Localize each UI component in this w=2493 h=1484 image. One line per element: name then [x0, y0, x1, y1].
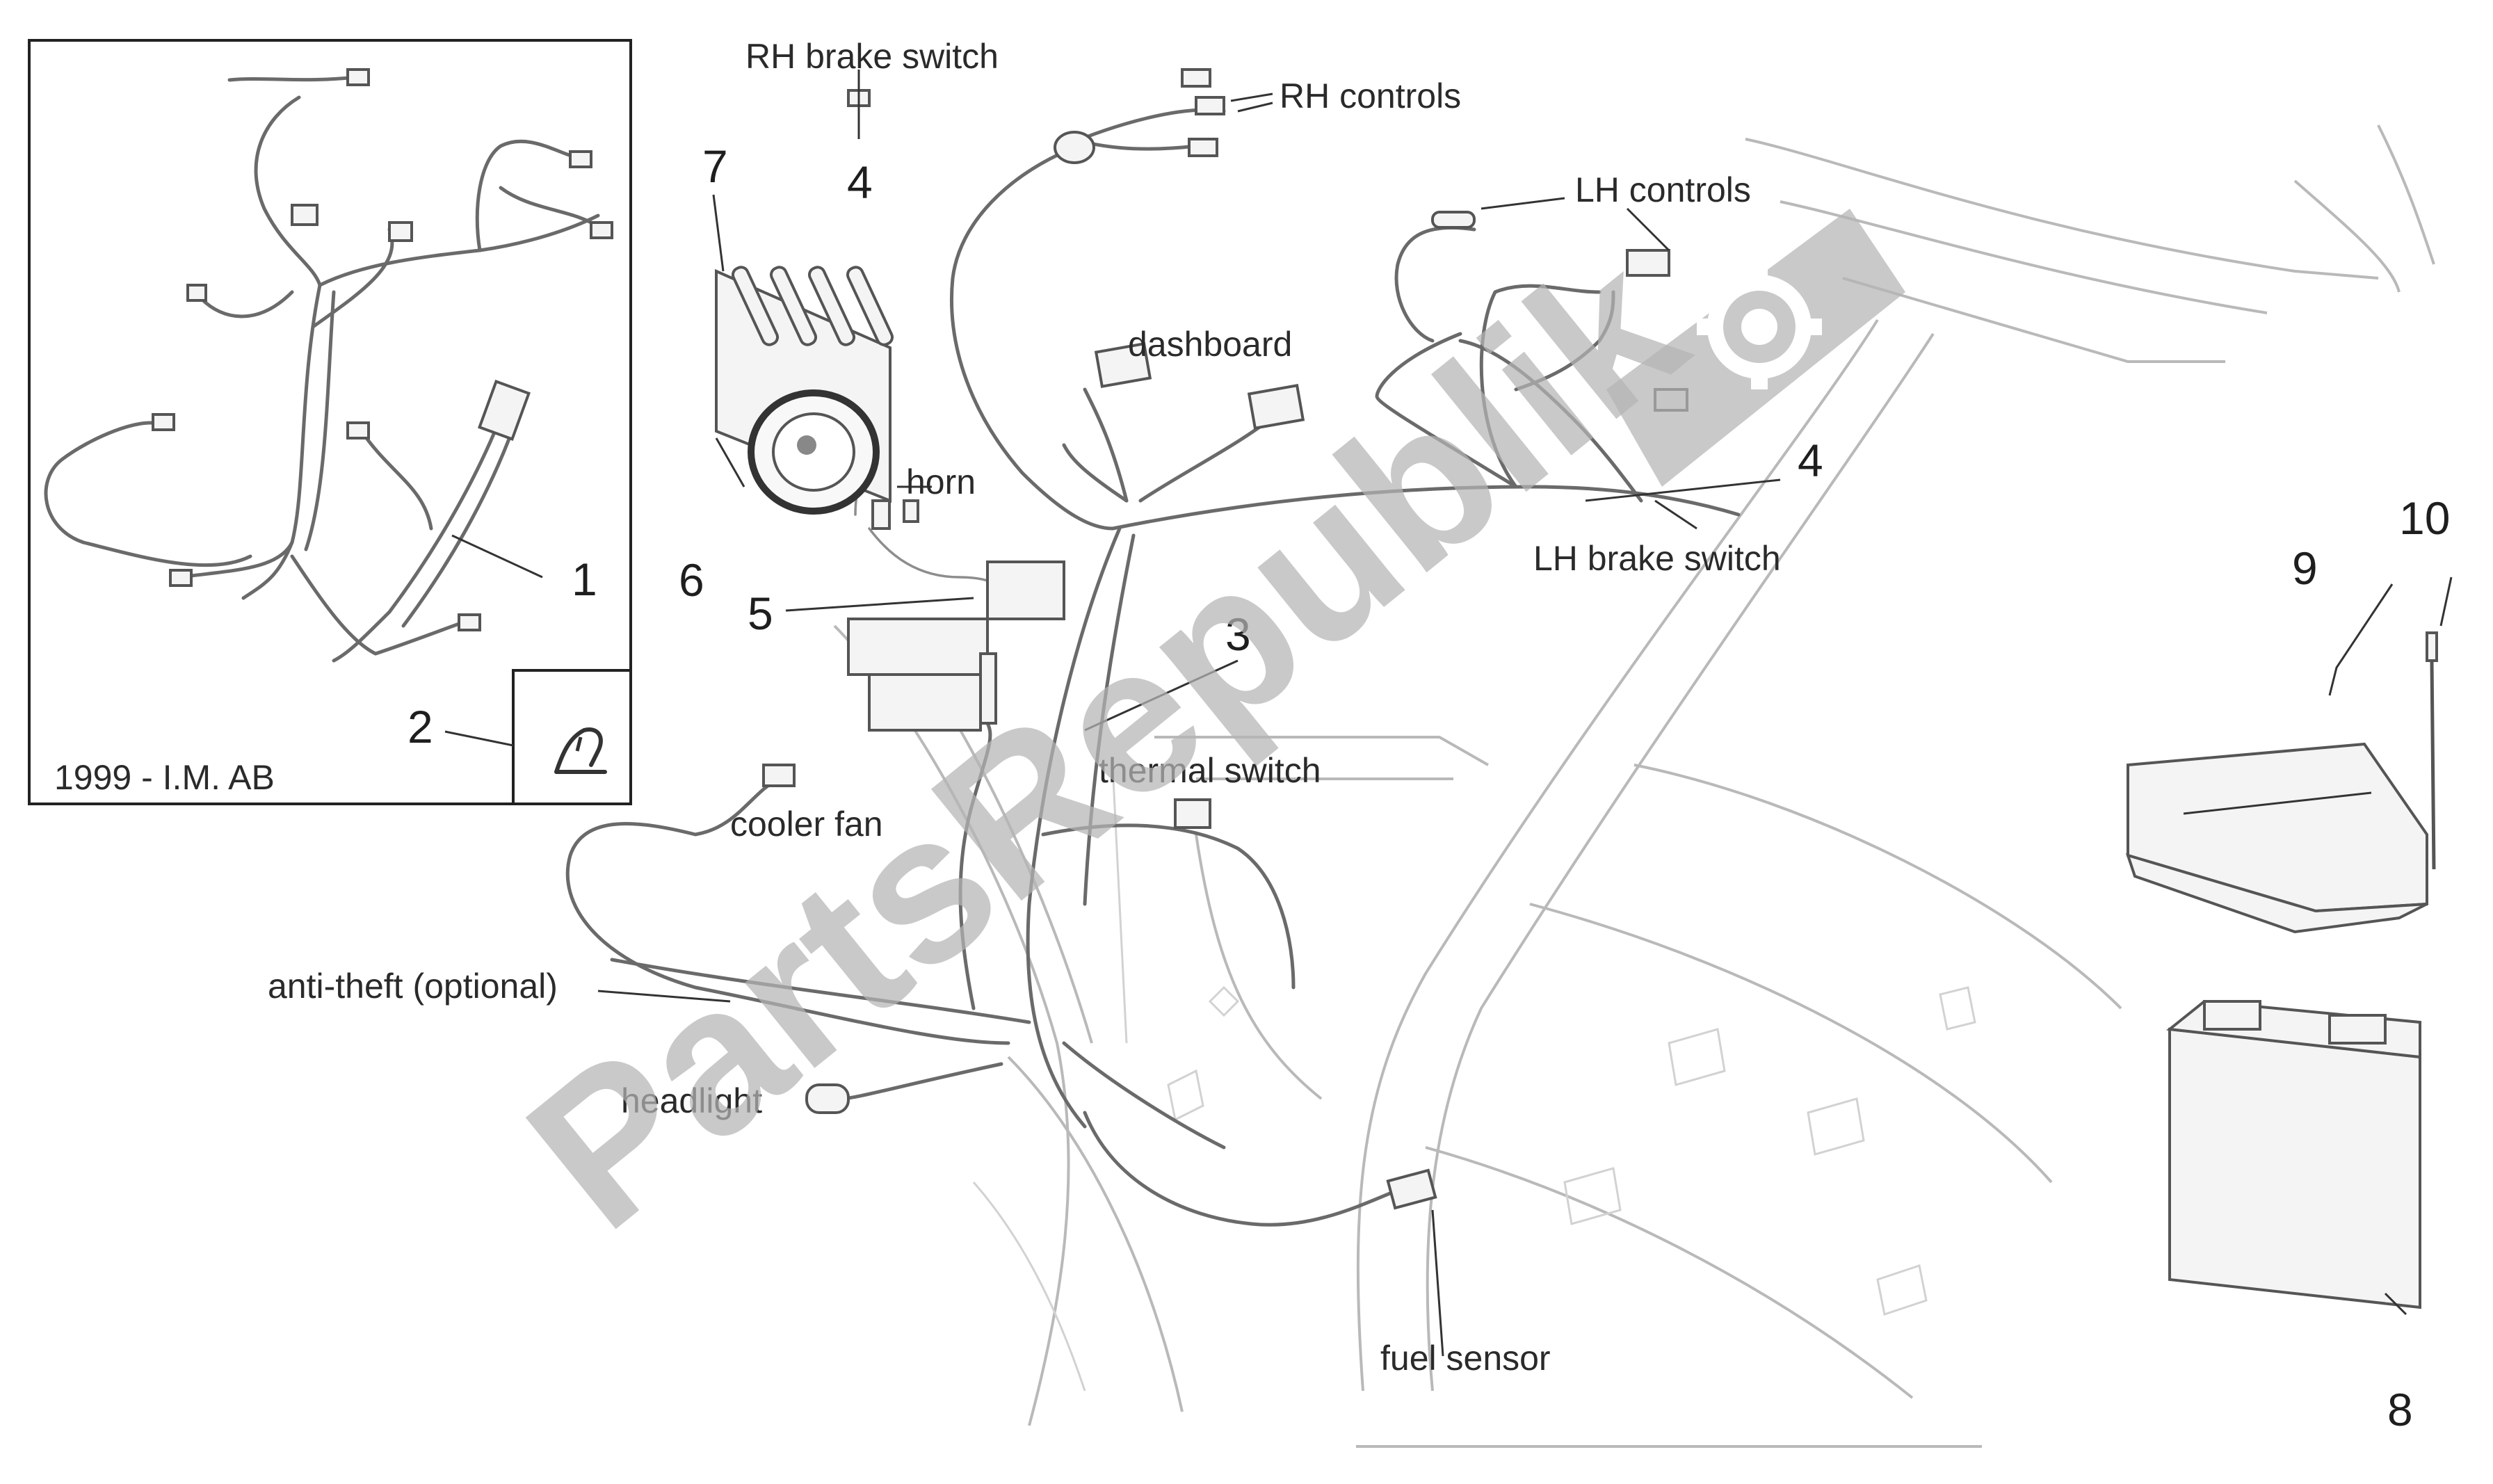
small-connectors: [762, 499, 1437, 1210]
label-lh-brake-switch: LH brake switch: [1533, 539, 1781, 578]
label-cooler-fan: cooler fan: [730, 805, 883, 844]
label-rh-controls: RH controls: [1280, 76, 1461, 115]
label-dashboard: dashboard: [1128, 325, 1292, 364]
relay-part-5: [847, 560, 1065, 732]
dashboard-connectors: [1094, 341, 1305, 430]
watermark: PartsRepublik: [486, 207, 1905, 1273]
callout-3: 3: [1225, 608, 1251, 660]
label-rh-brake-switch: RH brake switch: [745, 37, 999, 76]
rh-controls-connectors: [847, 68, 1225, 164]
label-thermal-switch: thermal switch: [1099, 751, 1321, 790]
callout-4-rh: 4: [847, 156, 873, 208]
battery-cover-part-9: [2125, 742, 2428, 934]
label-fuel-sensor: fuel sensor: [1380, 1339, 1551, 1378]
callout-2: 2: [408, 701, 433, 752]
callout-5: 5: [748, 588, 773, 639]
inset-wiring-harness: [44, 68, 613, 663]
gear-icon: [1606, 209, 1905, 487]
part-labels: RH brake switch RH controls LH controls …: [54, 37, 1781, 1378]
callout-7: 7: [702, 140, 728, 192]
leader-lines: [597, 70, 2453, 1357]
callout-10: 10: [2399, 492, 2450, 544]
screw-part-10: [2426, 631, 2438, 870]
label-anti-theft: anti-theft (optional): [268, 967, 558, 1006]
callout-8: 8: [2387, 1384, 2413, 1435]
tool-icon: [554, 727, 607, 774]
inset-panel: [28, 39, 632, 805]
callout-1: 1: [572, 554, 597, 605]
callout-9: 9: [2292, 542, 2318, 594]
label-headlight: headlight: [621, 1081, 762, 1120]
callout-6: 6: [679, 554, 704, 606]
label-horn: horn: [906, 462, 976, 501]
battery-part-8: [2165, 999, 2421, 1309]
callout-numbers: 1 2 3 4 4 5 6 7 8 9 10: [408, 140, 2450, 1435]
callout-4-lh: 4: [1798, 435, 1823, 486]
fuse-set-part-7: [731, 266, 894, 346]
label-lh-controls: LH controls: [1575, 170, 1751, 209]
inset-caption: 1999 - I.M. AB: [54, 758, 275, 797]
